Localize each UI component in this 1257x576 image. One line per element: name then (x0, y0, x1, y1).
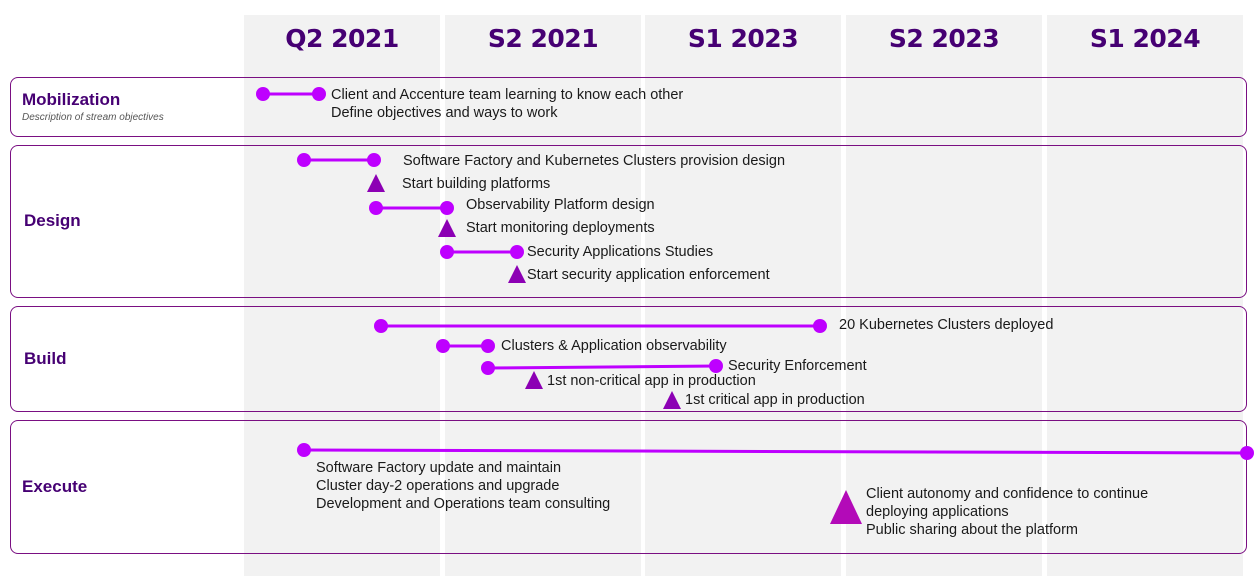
lane-label-design: Design (24, 211, 81, 230)
label-des-5: Security Applications Studies (527, 244, 714, 260)
column-band-s1-2024 (1047, 15, 1243, 576)
lane-description-mobilization: Description of stream objectives (22, 112, 164, 123)
column-header-q2-2021: Q2 2021 (285, 24, 399, 53)
label-exe-5: deploying applications (866, 504, 1009, 520)
label-des-1: Software Factory and Kubernetes Clusters… (403, 153, 786, 169)
label-mob-2: Define objectives and ways to work (331, 105, 558, 121)
milestone-first-noncritical-app (525, 371, 543, 389)
label-bld-2: Clusters & Application observability (501, 338, 727, 354)
bar-build-security-enforcement (481, 359, 723, 375)
column-header-s1-2023: S1 2023 (687, 24, 799, 53)
lane-design (10, 145, 1247, 298)
column-header-s1-2024: S1 2024 (1089, 24, 1201, 53)
bar-build-observability (436, 339, 495, 353)
bar-design-provision (297, 153, 381, 167)
lane-label-build: Build (24, 349, 67, 368)
label-exe-3: Development and Operations team consulti… (316, 496, 611, 512)
label-des-2: Start building platforms (402, 176, 551, 192)
lane-label-execute: Execute (22, 477, 88, 496)
milestone-start-monitoring (438, 219, 456, 237)
label-bld-3: Security Enforcement (728, 358, 867, 374)
column-header-s2-2023: S2 2023 (888, 24, 1000, 53)
lane-build (10, 306, 1247, 412)
label-exe-6: Public sharing about the platform (866, 522, 1078, 538)
label-bld-5: 1st critical app in production (685, 392, 865, 408)
lane-label-mobilization: Mobilization (22, 90, 121, 109)
column-band-s1-2023 (645, 15, 841, 576)
label-des-3: Observability Platform design (466, 197, 655, 213)
bar-design-observability (369, 201, 454, 215)
label-bld-1: 20 Kubernetes Clusters deployed (839, 317, 1054, 333)
label-des-4: Start monitoring deployments (466, 220, 655, 236)
milestone-start-building-platforms (367, 174, 385, 192)
label-exe-1: Software Factory update and maintain (316, 460, 562, 476)
lane-execute (10, 420, 1247, 554)
column-band-s2-2023 (846, 15, 1042, 576)
column-band-q2-2021 (244, 15, 440, 576)
milestone-start-security-enforcement (508, 265, 526, 283)
bar-design-security-studies (440, 245, 524, 259)
bar-build-clusters (374, 319, 827, 333)
label-exe-2: Cluster day-2 operations and upgrade (316, 478, 560, 494)
column-header-s2-2021: S2 2021 (487, 24, 599, 53)
label-mob-1: Client and Accenture team learning to kn… (331, 87, 684, 103)
label-exe-4: Client autonomy and confidence to contin… (866, 486, 1149, 502)
milestone-client-autonomy (830, 490, 862, 524)
bar-execute-operations (297, 443, 1254, 460)
milestone-first-critical-app (663, 391, 681, 409)
label-bld-4: 1st non-critical app in production (547, 373, 756, 389)
label-des-6: Start security application enforcement (527, 267, 770, 283)
column-band-s2-2021 (445, 15, 641, 576)
lane-mobilization (10, 77, 1247, 137)
bar-mobilization-kickoff (256, 87, 326, 101)
